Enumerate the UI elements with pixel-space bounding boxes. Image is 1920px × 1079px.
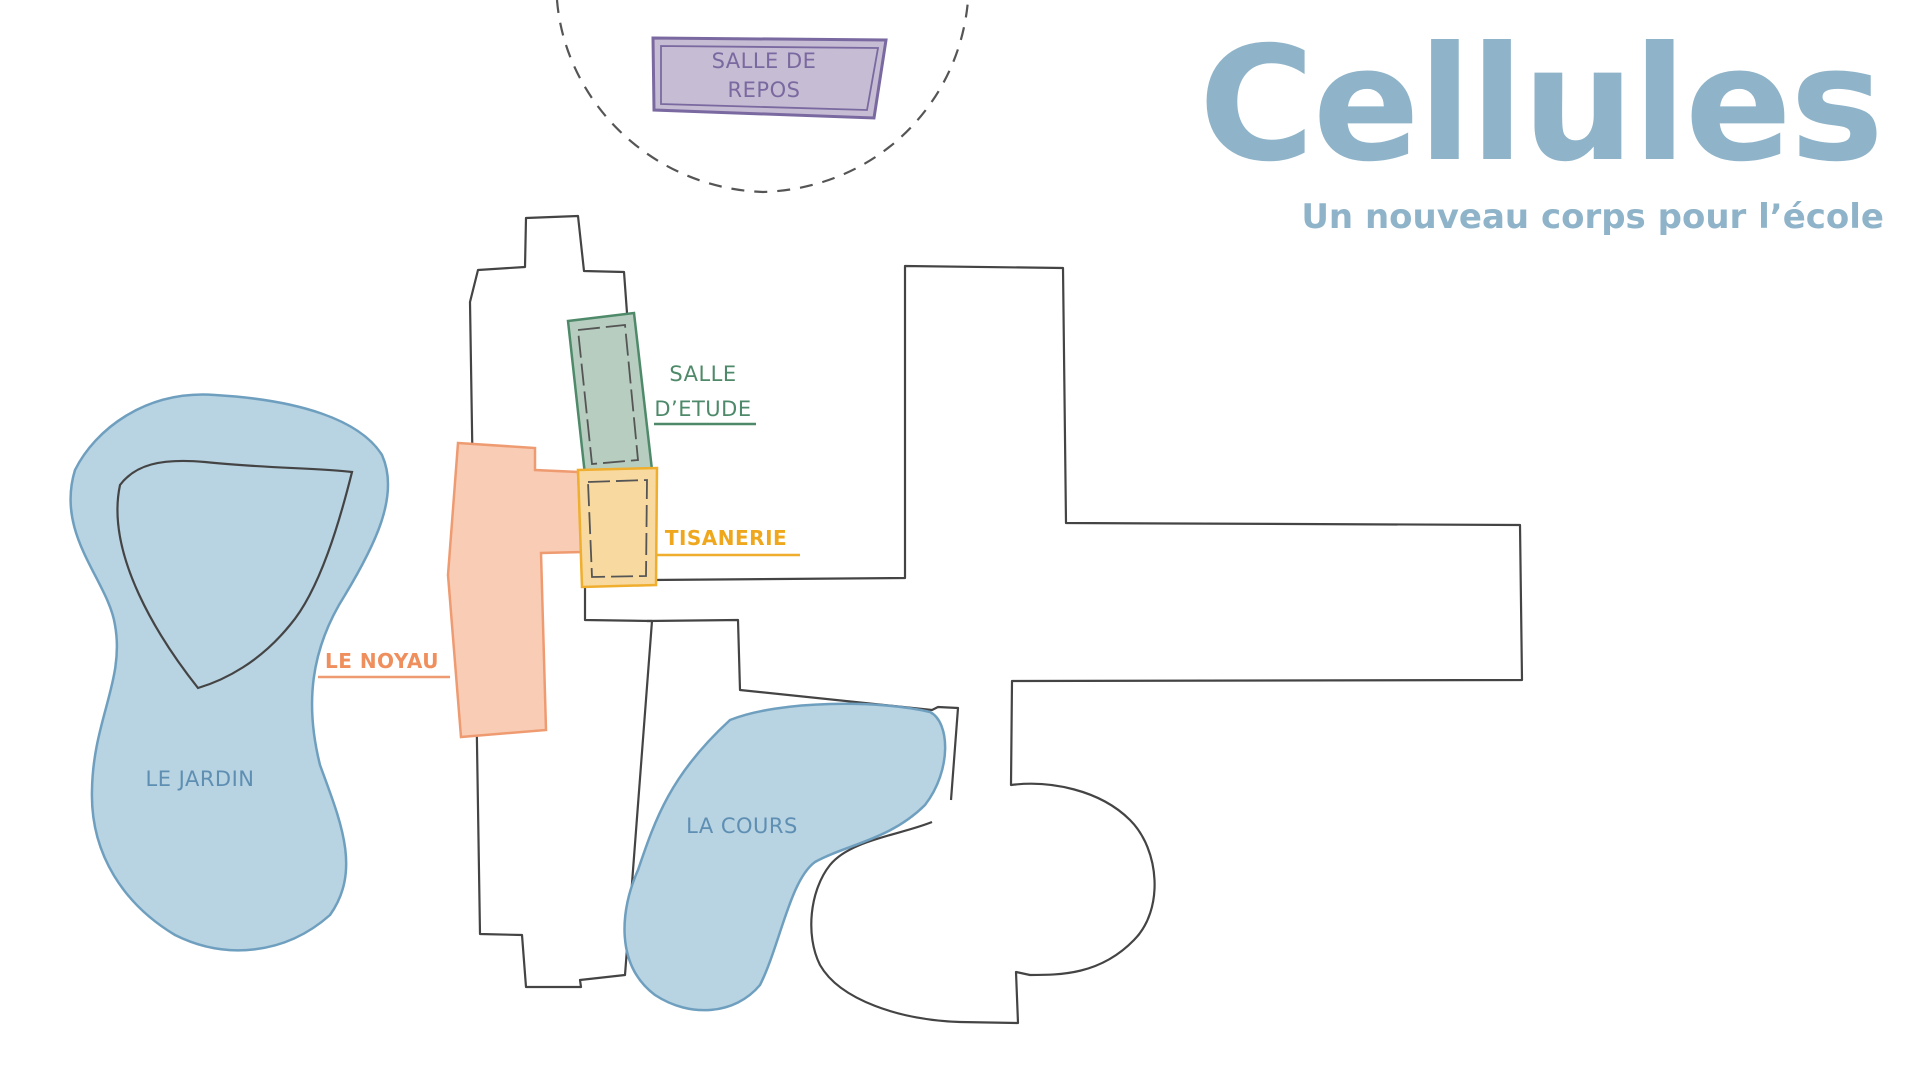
- la-cours-zone: [623, 702, 947, 1012]
- tisanerie-label: TISANERIE: [665, 526, 787, 550]
- le-noyau-label: LE NOYAU: [325, 649, 439, 673]
- building-central-wing-outline: [468, 214, 654, 989]
- building-east-wing-outline: [649, 264, 1524, 1025]
- salle-etude-zone: [566, 311, 654, 477]
- salle-repos-label-line-1: SALLE DE: [712, 49, 817, 73]
- salle-repos-zone: [651, 36, 888, 120]
- page-title: Cellules: [1198, 13, 1884, 197]
- le-jardin-label: LE JARDIN: [146, 767, 255, 791]
- page-subtitle: Un nouveau corps pour l’école: [1301, 197, 1884, 237]
- salle-etude-label-line-1: SALLE: [669, 362, 736, 386]
- tisanerie-zone: [576, 466, 659, 589]
- salle-repos-inner-outline: [660, 45, 880, 111]
- la-cours-label: LA COURS: [686, 814, 798, 838]
- le-noyau-zone: [446, 441, 584, 739]
- dashed-zone-outline: [555, 0, 970, 194]
- salle-etude-label-line-2: D’ETUDE: [654, 397, 751, 421]
- tisanerie-inner-outline: [587, 479, 648, 578]
- salle-etude-inner-outline: [577, 324, 639, 465]
- le-jardin-inner-outline: [116, 459, 354, 690]
- le-jardin-zone: [69, 393, 390, 952]
- salle-repos-label-line-2: REPOS: [728, 78, 801, 102]
- building-south-wing-outline: [646, 618, 960, 801]
